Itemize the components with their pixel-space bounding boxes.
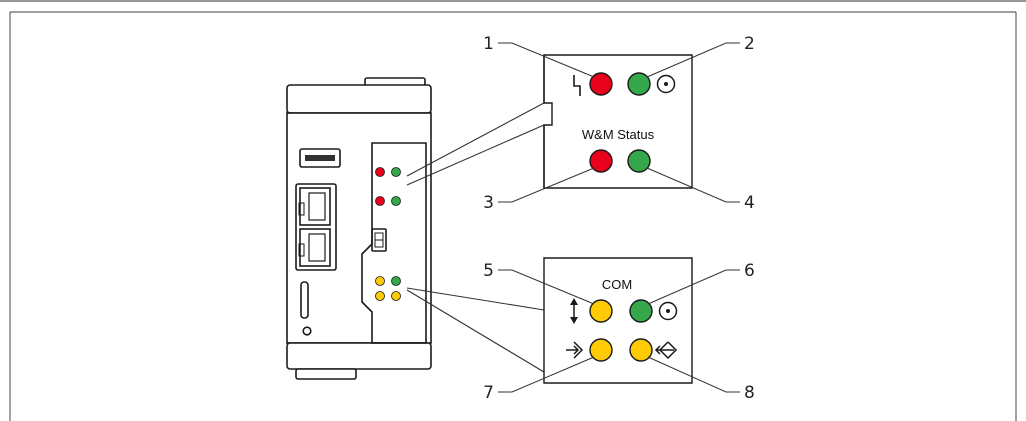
device-led-com-receive <box>375 291 385 301</box>
device-leds <box>375 167 401 301</box>
device-led-power <box>391 167 401 177</box>
bidirectional-arrow-icon <box>570 298 578 324</box>
led-1-fault <box>589 72 613 96</box>
callout-5: 5 <box>483 261 494 281</box>
callout-6: 6 <box>744 261 755 281</box>
callout-4: 4 <box>744 193 755 213</box>
callout-8: 8 <box>744 383 755 403</box>
callout-leaders <box>498 42 740 393</box>
zoom-leader-lines <box>406 102 545 373</box>
device-led-fault <box>375 167 385 177</box>
wm-status-label: W&M Status <box>582 127 655 142</box>
led-8-com-transmit <box>629 338 653 362</box>
com-label: COM <box>602 277 632 292</box>
transmit-icon <box>654 341 678 360</box>
com-power-icon <box>658 301 678 321</box>
callout-7: 7 <box>483 383 494 403</box>
callout-3: 3 <box>483 193 494 213</box>
led-6-com-power <box>629 299 653 323</box>
device-illustration <box>286 77 432 380</box>
callout-1: 1 <box>483 34 494 54</box>
led-3-wm-red <box>589 149 613 173</box>
led-5-com-activity <box>589 299 613 323</box>
fault-icon <box>573 75 581 96</box>
power-icon <box>656 74 676 94</box>
device-led-wm-status-red <box>375 196 385 206</box>
device-led-com-transmit <box>391 291 401 301</box>
callout-2: 2 <box>744 34 755 54</box>
led-2-power <box>627 72 651 96</box>
top-detail-panel <box>543 54 693 189</box>
led-4-wm-green <box>627 149 651 173</box>
led-7-com-receive <box>589 338 613 362</box>
device-led-com-power <box>391 276 401 286</box>
device-led-wm-status-green <box>391 196 401 206</box>
receive-icon <box>566 341 584 359</box>
device-led-com-activity <box>375 276 385 286</box>
